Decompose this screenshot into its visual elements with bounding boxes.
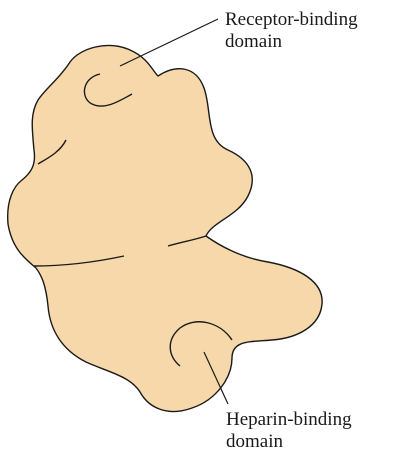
heparin-binding-label-line2: domain (226, 431, 352, 453)
leader-line-receptor (120, 19, 218, 66)
heparin-binding-domain-label: Heparin-binding domain (226, 409, 352, 453)
receptor-binding-domain-label: Receptor-binding domain (225, 9, 358, 53)
receptor-binding-label-line2: domain (225, 31, 358, 53)
receptor-binding-label-line1: Receptor-binding (225, 9, 358, 31)
heparin-binding-label-line1: Heparin-binding (226, 409, 352, 431)
protein-molecule-shape (8, 46, 322, 412)
